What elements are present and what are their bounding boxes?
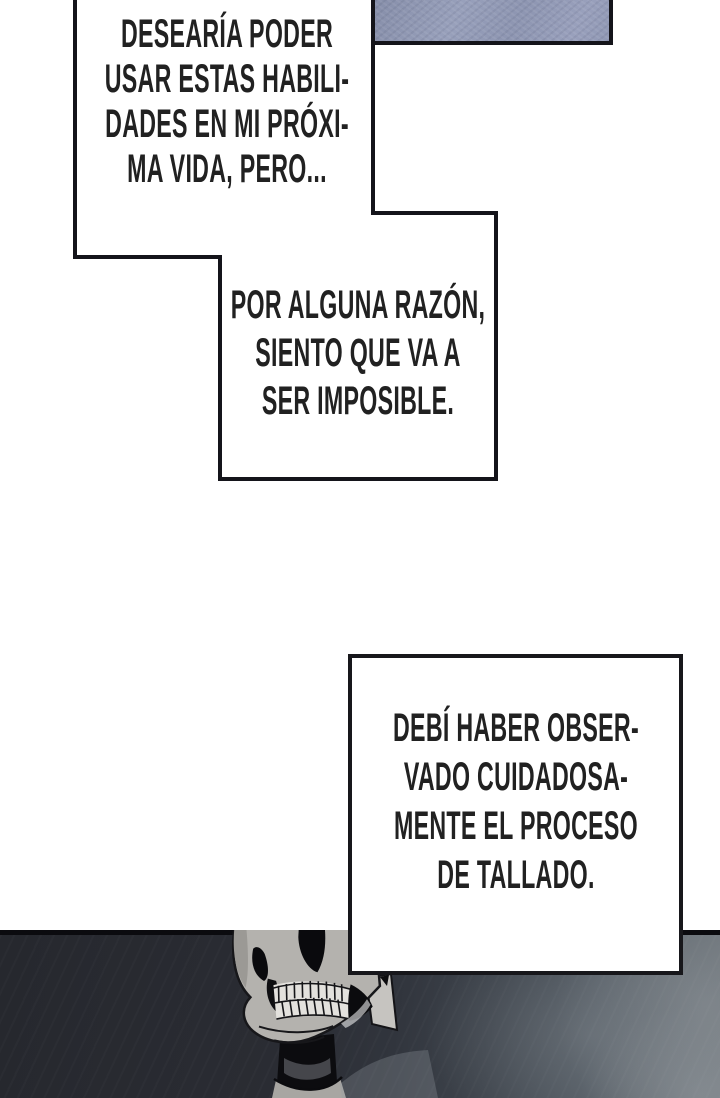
teeth-grid: [272, 980, 352, 1020]
smoke-highlight: [340, 1050, 438, 1098]
skeleton-illustration: [231, 930, 438, 1098]
skull-icon: [231, 930, 382, 1044]
neck-vertebrae: [272, 1034, 346, 1098]
top-art-panel: [371, 0, 613, 45]
speech-bubble-3: [348, 654, 683, 975]
